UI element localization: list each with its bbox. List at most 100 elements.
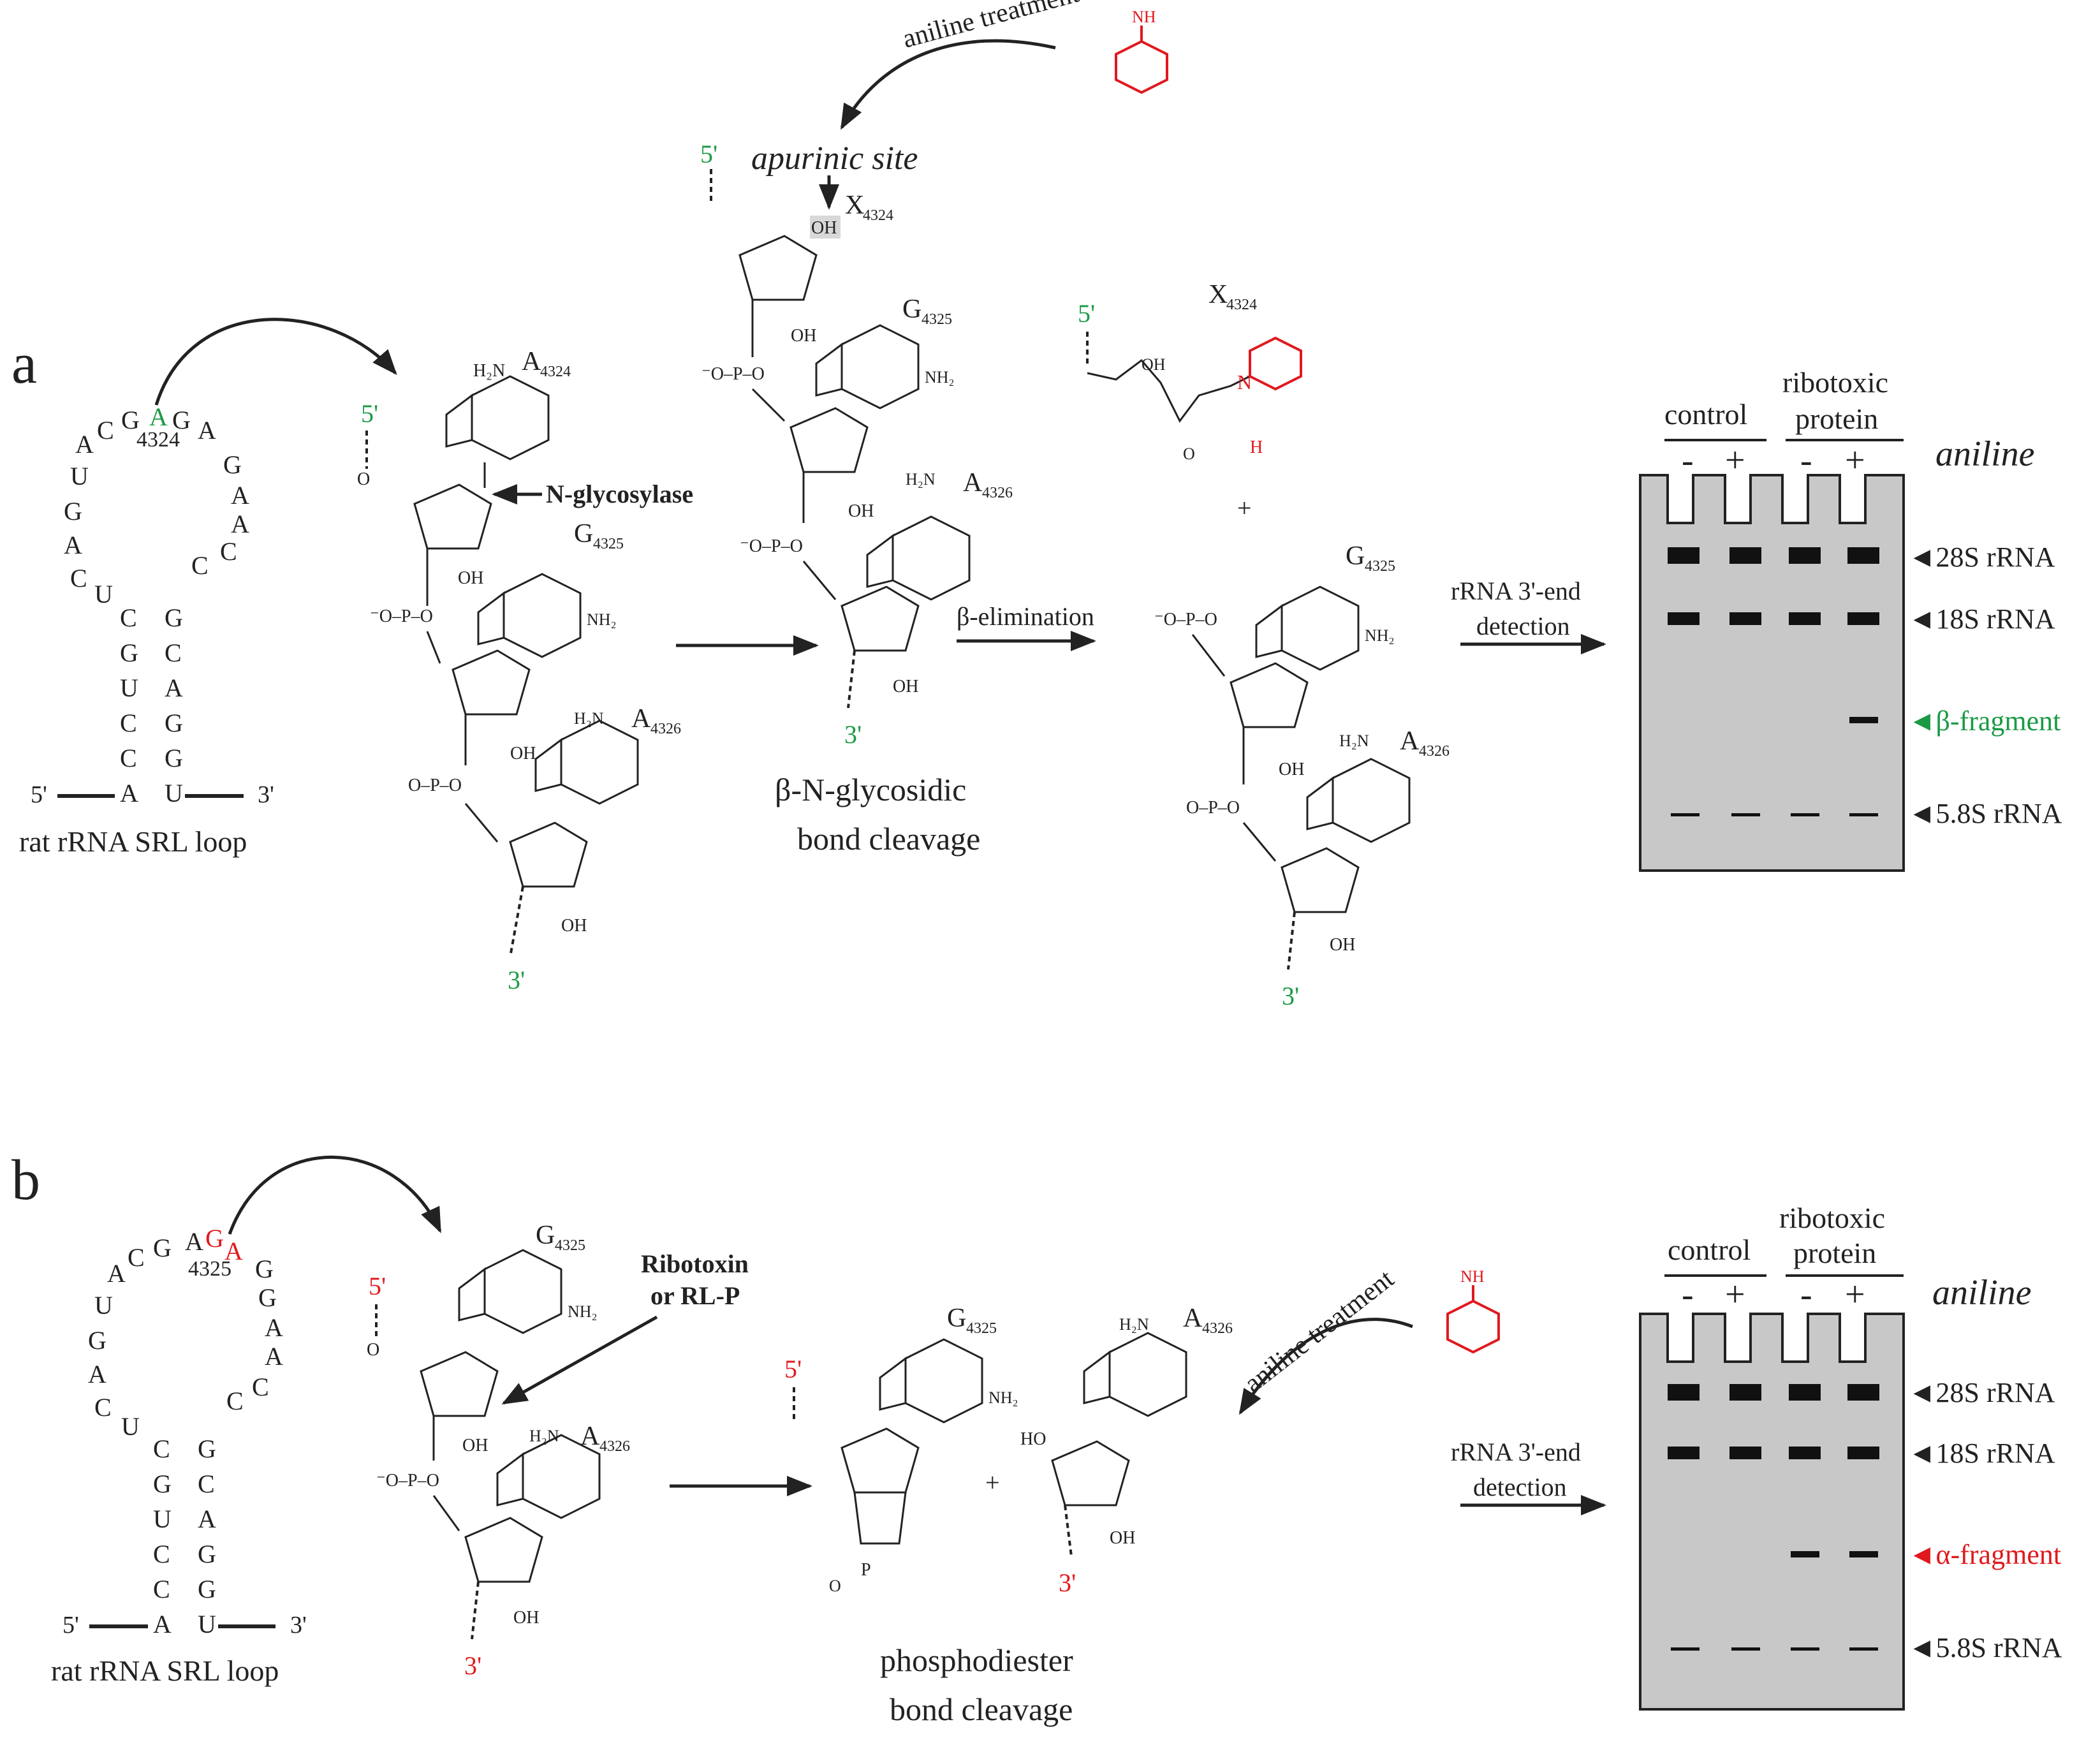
srl-loop-a: U G A C U A C G A 4324 G A G A A C C C G… — [19, 402, 274, 858]
band-label: ◄18S rRNA — [1908, 1438, 2055, 1469]
x-label: X — [1208, 280, 1228, 309]
rlp-label: or RL-P — [650, 1281, 740, 1310]
stem-base: U — [153, 1505, 172, 1533]
modified-base-a4326: A — [224, 1237, 243, 1265]
base-a4326-sub: 4326 — [1202, 1320, 1233, 1337]
loop-base: G — [121, 406, 140, 434]
panel-letter-a: a — [11, 332, 37, 395]
base-a4326-sub: 4326 — [650, 721, 681, 737]
three-prime-label: 3' — [1282, 982, 1299, 1010]
base-g4325-sub: 4325 — [593, 536, 624, 552]
oh-label: OH — [811, 218, 837, 238]
base-g4325-sub: 4325 — [1365, 558, 1395, 575]
base-a4326: A — [963, 468, 983, 497]
three-prime-label: 3' — [844, 720, 862, 749]
gel-protein-label: protein — [1793, 1237, 1876, 1269]
gel-protein-label: protein — [1795, 402, 1878, 435]
svg-text:NH₂: NH₂ — [568, 1302, 598, 1321]
stem-base: U — [198, 1610, 216, 1638]
svg-text:H₂N: H₂N — [529, 1427, 559, 1445]
panel-a: a U G A C U A C G A 4324 G A G A A C C C… — [11, 0, 2062, 1010]
panel-b: b U G A C U A C G A G A 4325 G G A A C C… — [11, 1149, 2062, 1727]
stem-base: A — [198, 1505, 216, 1533]
loop-base: G — [255, 1255, 274, 1283]
curved-arrow — [154, 318, 397, 406]
base-a4326: A — [1183, 1304, 1203, 1333]
ribotoxin-label: Ribotoxin — [641, 1249, 749, 1278]
loop-base: C — [226, 1387, 244, 1415]
x-sub: 4324 — [1226, 297, 1257, 313]
stem-base: G — [120, 638, 138, 667]
loop-base: A — [75, 430, 94, 459]
nh2-label: NH — [1132, 8, 1156, 26]
detection-label-2: detection — [1476, 612, 1570, 640]
lane-sign: + — [1845, 1275, 1865, 1314]
base-a4326: A — [1400, 726, 1420, 756]
step-caption-2: bond cleavage — [797, 821, 980, 857]
loop-caption: rat rRNA SRL loop — [19, 825, 247, 858]
plus-sign: + — [1237, 494, 1252, 522]
svg-text:O–P–O: O–P–O — [408, 776, 462, 795]
svg-text:HO: HO — [1020, 1429, 1046, 1449]
band-label: ◄28S rRNA — [1908, 541, 2055, 573]
rna-chain-b1: 5' O G 4325 NH₂ OH ⁻O–P–O H₂N A 4326 OH … — [367, 1221, 630, 1680]
aniline-molecule: NH — [1446, 1267, 1500, 1354]
gel-aniline-label: aniline — [1932, 1273, 2032, 1313]
stem-base: A — [153, 1610, 172, 1638]
loop-base: C — [70, 564, 87, 593]
band-label-beta-fragment: ◄β-fragment — [1908, 705, 2060, 737]
loop-base: A — [231, 510, 249, 538]
five-prime-label: 5' — [700, 140, 717, 168]
stem-base: C — [165, 638, 182, 667]
svg-text:OH: OH — [1279, 760, 1304, 779]
svg-text:⁻O–P–O: ⁻O–P–O — [1154, 610, 1217, 630]
svg-text:H₂N: H₂N — [906, 470, 936, 489]
base-a4326: A — [631, 704, 651, 733]
svg-text:OH: OH — [1142, 355, 1166, 374]
stem-base: G — [198, 1434, 216, 1463]
loop-base: A — [107, 1259, 126, 1288]
loop-base: G — [64, 497, 82, 526]
gel-ribotoxic-label: ribotoxic — [1782, 366, 1888, 399]
loop-5-end: 5' — [62, 1612, 79, 1638]
stem-base: C — [153, 1434, 170, 1463]
svg-text:O: O — [829, 1577, 841, 1595]
svg-text:OH: OH — [561, 916, 587, 936]
aniline-treatment-label: aniline treatment — [900, 0, 1082, 54]
band-label-alpha-fragment: ◄α-fragment — [1908, 1539, 2061, 1570]
loop-base: U — [94, 580, 113, 608]
svg-text:OH: OH — [458, 568, 483, 588]
loop-base: A — [185, 1227, 203, 1256]
loop-base: U — [94, 1291, 113, 1320]
five-prime-label: 5' — [784, 1355, 802, 1383]
apurinic-site-label: apurinic site — [751, 140, 918, 177]
loop-base: C — [128, 1243, 145, 1272]
lane-sign: - — [1682, 441, 1694, 480]
mod-position: 4324 — [136, 428, 180, 452]
aniline-molecule: NH — [1115, 8, 1168, 94]
base-g4325: G — [536, 1221, 555, 1250]
loop-base: C — [97, 416, 114, 445]
loop-base: U — [70, 462, 89, 490]
svg-text:H₂N: H₂N — [1339, 732, 1369, 750]
stem-base: G — [153, 1469, 172, 1498]
detection-label-1: rRNA 3'-end — [1451, 577, 1581, 605]
loop-base: A — [64, 531, 82, 559]
three-prime-label: 3' — [508, 966, 525, 994]
lane-sign: - — [1682, 1275, 1694, 1314]
base-g4325-sub: 4325 — [966, 1320, 997, 1337]
stem-base: U — [165, 779, 183, 807]
five-prime-label: 5' — [369, 1272, 386, 1300]
ribotoxin-arrow — [501, 1315, 658, 1405]
aniline-treatment-label: aniline treatment — [1239, 1264, 1400, 1399]
band-label: ◄18S rRNA — [1908, 603, 2055, 635]
lane-sign: - — [1800, 441, 1812, 480]
base-g4325: G — [574, 519, 593, 549]
plus-sign: + — [985, 1468, 1000, 1497]
svg-text:NH₂: NH₂ — [988, 1388, 1018, 1407]
lane-sign: + — [1845, 441, 1865, 480]
base-g4325-sub: 4325 — [922, 311, 952, 328]
stem-base: G — [165, 744, 183, 772]
svg-text:O: O — [1183, 445, 1195, 463]
stem-base: C — [198, 1469, 215, 1498]
